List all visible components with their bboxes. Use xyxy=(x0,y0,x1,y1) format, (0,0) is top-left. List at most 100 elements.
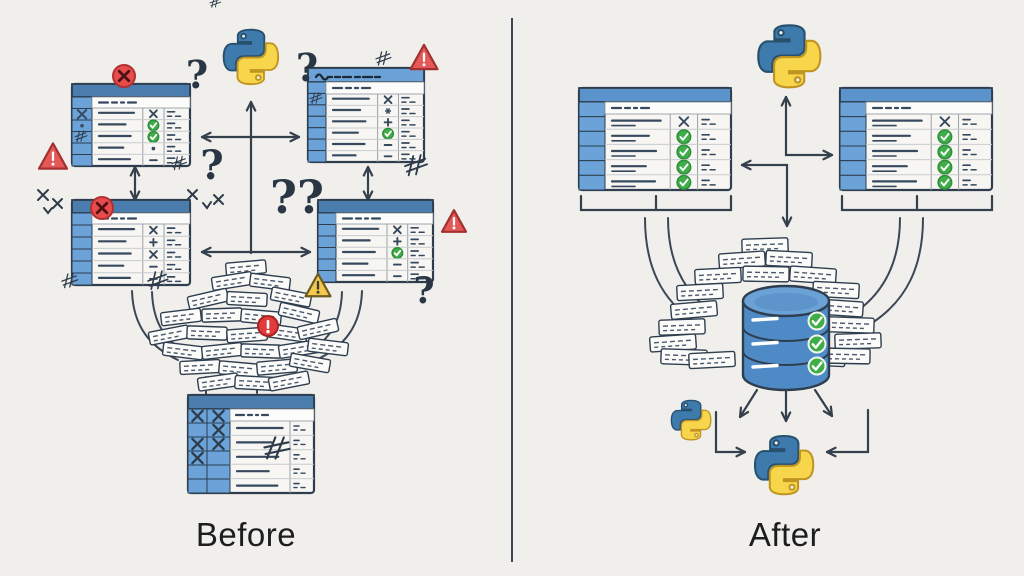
x-icon xyxy=(149,250,158,259)
paper-slip xyxy=(306,337,350,357)
check-icon xyxy=(937,174,953,190)
x-icon xyxy=(383,95,393,105)
table-header xyxy=(578,87,732,103)
table-header xyxy=(71,83,191,98)
x-icon xyxy=(149,225,158,235)
before-panel: ? ? ? ?? ? xyxy=(37,0,468,495)
spreadsheet-mid-left xyxy=(70,196,192,287)
check-icon xyxy=(937,144,953,160)
caption-row xyxy=(865,101,993,115)
paper-slip xyxy=(765,249,813,269)
python-logo xyxy=(670,399,712,441)
paper-slip xyxy=(288,352,332,374)
caption-row xyxy=(335,212,434,225)
check-icon xyxy=(676,129,692,145)
paper-slip xyxy=(658,318,706,336)
paper-slip xyxy=(676,282,724,302)
check-icon xyxy=(807,356,827,376)
warning-triangles xyxy=(37,43,468,298)
check-icon xyxy=(147,119,160,132)
sync-arrows xyxy=(129,100,374,258)
paper-slip xyxy=(688,350,736,370)
x-icon xyxy=(149,109,158,119)
paper-slip xyxy=(269,286,313,308)
paper-slip xyxy=(161,341,205,361)
warning-triangle-yellow-icon xyxy=(304,272,332,298)
python-logo xyxy=(222,28,280,86)
warning-triangle-red-icon xyxy=(409,43,439,71)
table-header xyxy=(187,394,315,410)
check-icon xyxy=(391,247,404,259)
python-logo xyxy=(753,434,815,496)
table-header xyxy=(839,87,993,103)
dot-icon xyxy=(151,146,156,151)
paper-stacks xyxy=(648,237,882,370)
paper-slip xyxy=(159,307,203,327)
check-icon xyxy=(676,144,692,160)
paper-slip xyxy=(186,325,228,341)
check-icon xyxy=(807,311,827,331)
paper-slip xyxy=(296,317,340,341)
scribble-hatch-icon xyxy=(375,50,392,66)
paper-slip xyxy=(196,372,240,392)
clean-table-right xyxy=(838,86,994,192)
table-header xyxy=(317,199,434,214)
question-mark: ? xyxy=(296,45,318,90)
star-icon xyxy=(384,107,392,115)
paper-slip xyxy=(788,265,838,285)
check-icon xyxy=(147,131,160,143)
spreadsheet-bottom xyxy=(186,393,316,495)
bracket xyxy=(840,194,994,212)
spreadsheet-top-left xyxy=(70,64,192,168)
question-mark: ? xyxy=(186,52,208,97)
brackets xyxy=(579,194,994,212)
before-label: Before xyxy=(196,516,296,553)
after-panel xyxy=(577,24,994,496)
header-scribble xyxy=(314,73,382,81)
x-scribble-icon xyxy=(187,189,224,210)
check-icon xyxy=(382,127,395,140)
paper-slip xyxy=(834,332,882,350)
check-icon xyxy=(937,159,953,175)
paper-slip xyxy=(267,370,311,392)
plus-icon xyxy=(383,117,393,127)
bracket xyxy=(579,194,733,212)
paper-slip xyxy=(179,358,221,376)
clean-table-left xyxy=(577,86,733,192)
python-logo xyxy=(757,24,822,89)
paper-slip xyxy=(240,343,282,359)
x-icon xyxy=(393,225,402,235)
x-icon xyxy=(678,116,690,127)
paper-slip xyxy=(694,266,742,286)
paper-slip xyxy=(827,316,875,334)
check-icon xyxy=(676,174,692,190)
spreadsheet-mid-right xyxy=(316,198,435,284)
paper-slip xyxy=(234,374,276,392)
question-mark: ?? xyxy=(270,170,324,224)
x-scribble-icon xyxy=(37,189,63,215)
paper-slip xyxy=(248,272,292,292)
caption-row xyxy=(604,101,732,115)
paper-slip xyxy=(742,265,790,283)
warning-triangle-red-icon xyxy=(37,142,69,170)
spreadsheet-top-right xyxy=(306,66,426,164)
caption-row xyxy=(91,96,191,109)
error-badge-icon xyxy=(112,64,136,88)
alert-badge-icon xyxy=(257,315,279,337)
database-icon xyxy=(741,284,831,392)
check-icon xyxy=(807,334,827,354)
paper-slip xyxy=(226,290,268,308)
paper-slip xyxy=(186,287,230,311)
error-badge-icon xyxy=(90,196,114,220)
paper-slip xyxy=(210,271,254,291)
caption-row xyxy=(91,212,191,225)
plus-icon xyxy=(393,237,402,246)
paper-slip xyxy=(201,307,243,323)
caption-row xyxy=(325,81,425,95)
paper-slip xyxy=(277,301,321,325)
paper-pile xyxy=(147,259,350,392)
table-header xyxy=(71,199,191,214)
paper-slip xyxy=(200,341,244,361)
after-label: After xyxy=(749,516,821,553)
